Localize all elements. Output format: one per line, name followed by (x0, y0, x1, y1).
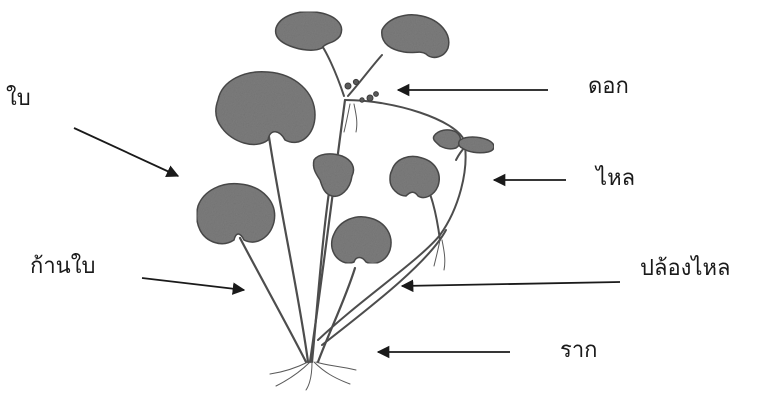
leaf-top-right (382, 15, 449, 58)
leaf-mid-left (197, 184, 275, 244)
leaf-small-top-right-a (433, 130, 460, 149)
leaf-small-top-right-b (459, 137, 494, 153)
arrow-stolon-node (402, 282, 620, 286)
arrow-petiole (142, 278, 244, 290)
leaves (197, 12, 494, 264)
flower-bud-2 (353, 79, 358, 84)
label-petiole: ก้านใบ (30, 256, 95, 278)
label-leaf: ใบ (6, 88, 31, 110)
root-flower-2 (354, 104, 357, 132)
flower-bud-5 (360, 98, 364, 102)
label-flower: ดอก (588, 76, 629, 98)
root-main-cluster-4 (270, 362, 308, 374)
petiole-mid-left-leaf (240, 238, 306, 362)
root-main-cluster-2 (306, 362, 312, 390)
petiole-right-leaf (318, 268, 355, 362)
flower-stalk-upper-right (348, 55, 382, 96)
leaf-lower-right (332, 217, 391, 264)
leaf-mid-right (390, 157, 439, 198)
root-node-2 (442, 240, 445, 270)
flower-bud-1 (345, 83, 351, 89)
arrow-leaf (74, 128, 178, 176)
leaf-top-left (216, 72, 315, 145)
label-root: ราก (560, 340, 598, 362)
root-main-cluster-1 (276, 362, 310, 386)
leaf-center-cup (313, 154, 353, 196)
flower-cluster (345, 79, 378, 102)
flower-bud-4 (374, 92, 379, 97)
leaf-top-center (276, 12, 342, 51)
flower-bud-3 (367, 95, 373, 101)
label-stolon: ไหล (596, 168, 635, 190)
label-stolon-node: ปล้องไหล (640, 258, 730, 280)
